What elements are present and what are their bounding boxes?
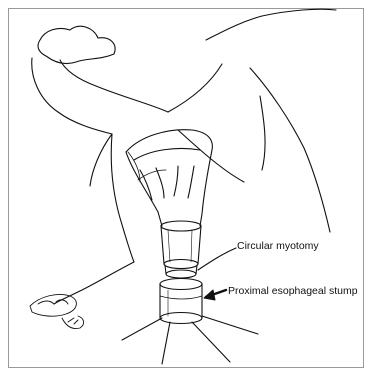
- signature: [30, 294, 84, 328]
- esophagus-segment: [161, 221, 201, 269]
- neck-outline: [54, 68, 330, 304]
- head-outline: [32, 9, 336, 134]
- myotomy-leader-line: [198, 248, 236, 270]
- stump-arrow: [204, 290, 226, 300]
- esophageal-stump: [160, 279, 202, 324]
- circular-myotomy-label: Circular myotomy: [237, 240, 319, 252]
- proximal-esophageal-stump-label: Proximal esophageal stump: [228, 285, 358, 297]
- pharynx: [126, 130, 212, 226]
